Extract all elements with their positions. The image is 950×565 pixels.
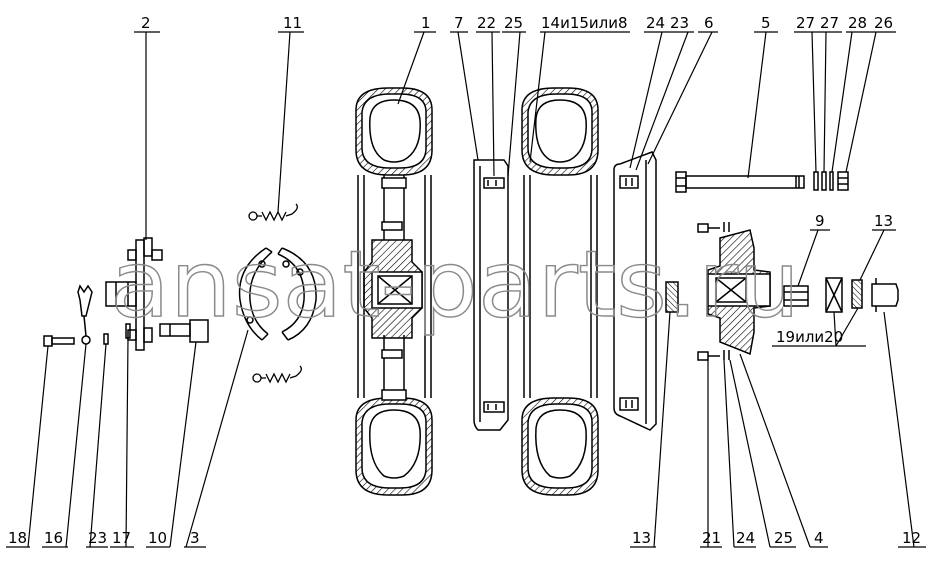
callout-24-top: 24: [646, 14, 665, 32]
callout-10: 10: [148, 529, 167, 547]
callout-21: 21: [702, 529, 721, 547]
hub-cap-part-12: [871, 278, 899, 312]
callout-2: 2: [141, 14, 151, 32]
callout-11: 11: [283, 14, 302, 32]
callout-4: 4: [814, 529, 824, 547]
axle-bolt-part-5: [675, 171, 849, 193]
callout-labels: 2 11 1 7 22 25 14и15или8 24 23 6 5 27 27…: [8, 14, 921, 547]
tire-left-part-1: [355, 87, 433, 496]
callout-28: 28: [848, 14, 867, 32]
callout-7: 7: [454, 14, 464, 32]
callout-25-top: 25: [504, 14, 523, 32]
callout-13-bottom: 13: [632, 529, 651, 547]
callout-17: 17: [112, 529, 131, 547]
washer-part-23-bottom: [103, 333, 109, 345]
callout-19: 19или20: [776, 328, 843, 346]
callout-1: 1: [421, 14, 431, 32]
callout-27b: 27: [820, 14, 839, 32]
wheel-disk-part-6: [613, 151, 657, 431]
callout-3: 3: [190, 529, 200, 547]
bearing-part-13-left: [665, 281, 679, 313]
lever-part-16: [77, 284, 93, 345]
leader-lines: [6, 31, 926, 548]
brake-shoes-part-3: [238, 247, 317, 341]
callout-18: 18: [8, 529, 27, 547]
cam-lever-part-10: [159, 319, 209, 343]
callout-6: 6: [704, 14, 714, 32]
callout-25-bottom: 25: [774, 529, 793, 547]
callout-12: 12: [902, 529, 921, 547]
seal-part-13-right: [851, 279, 863, 309]
callout-16: 16: [44, 529, 63, 547]
callout-27a: 27: [796, 14, 815, 32]
callout-9: 9: [815, 212, 825, 230]
callout-5: 5: [761, 14, 771, 32]
callout-24-bottom: 24: [736, 529, 755, 547]
tire-right-part-14: [521, 87, 599, 496]
wheel-disk-part-7: [473, 159, 509, 431]
brake-spring-part-11-bottom: [252, 365, 302, 384]
brake-plate-part-2: [105, 237, 163, 351]
callout-23-bottom: 23: [88, 529, 107, 547]
callout-22: 22: [477, 14, 496, 32]
brake-spring-part-11-top: [248, 203, 298, 222]
hub-part-4: [697, 222, 771, 361]
spacer-part-9: [783, 285, 809, 307]
callout-23-top: 23: [670, 14, 689, 32]
callout-13-top: 13: [874, 212, 893, 230]
callout-14: 14и15или8: [541, 14, 628, 32]
bearing-part-19: [825, 277, 843, 313]
callout-26: 26: [874, 14, 893, 32]
watermark-text: ansat-parts.ru: [110, 231, 800, 338]
pin-part-18: [43, 335, 75, 347]
